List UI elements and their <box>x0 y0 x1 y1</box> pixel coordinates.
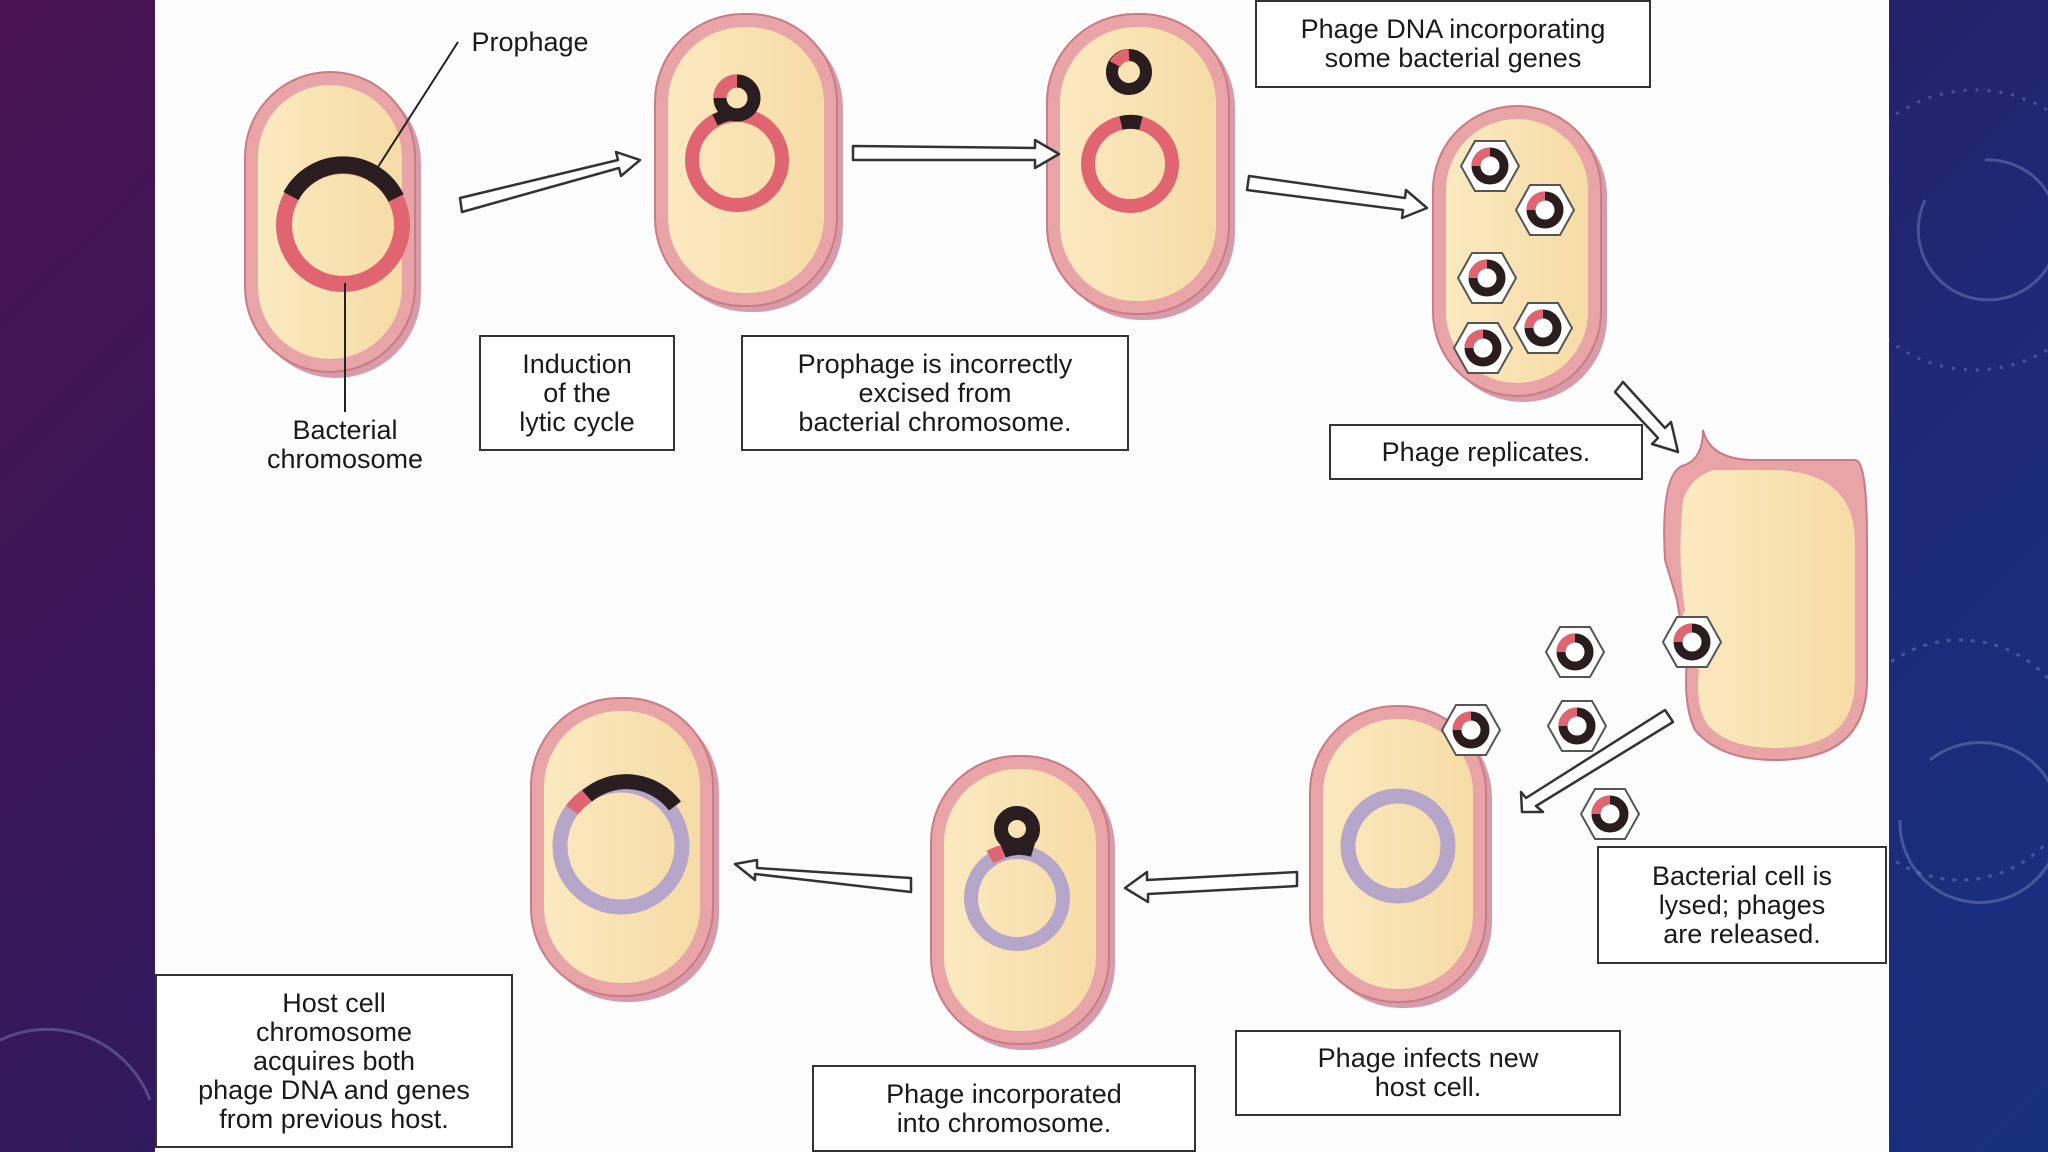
arrow-1 <box>458 150 642 214</box>
diagram-slide: Prophage Bacterial chromosome Induction … <box>155 0 1889 1152</box>
step-infects-box: Phage infects new host cell. <box>1235 1030 1621 1116</box>
phage-particles <box>1440 140 1723 840</box>
arrow-3 <box>1245 174 1429 220</box>
arrow-2 <box>851 138 1061 170</box>
arrow-6 <box>1123 870 1299 904</box>
cell-3-excised-phage <box>1046 13 1235 320</box>
arrow-7 <box>733 858 913 894</box>
arrow-5 <box>1519 708 1675 814</box>
cell-1-prophage <box>244 41 459 412</box>
diagram-art <box>244 13 1868 1050</box>
step-excision-box: Prophage is incorrectly excised from bac… <box>741 335 1129 451</box>
cell-8-final-host <box>530 697 719 1002</box>
step-acquires-box: Host cell chromosome acquires both phage… <box>155 974 513 1148</box>
cell-6-new-host <box>1309 705 1492 1008</box>
step-induction-box: Induction of the lytic cycle <box>479 335 675 451</box>
step-replicates-box: Phage replicates. <box>1329 424 1643 480</box>
prophage-pointer <box>368 41 459 182</box>
cell-7-incorporated <box>930 755 1115 1050</box>
step-incorporated-box: Phage incorporated into chromosome. <box>812 1065 1196 1152</box>
bacterial-chromosome-label: Bacterial chromosome <box>266 415 424 474</box>
cell-2-excision-loop <box>654 13 843 312</box>
step-lysed-box: Bacterial cell is lysed; phages are rele… <box>1597 846 1887 964</box>
prophage-segment <box>283 156 404 203</box>
prophage-label: Prophage <box>471 27 589 57</box>
arrow-4 <box>1613 380 1680 454</box>
cell-5-lysed <box>1663 429 1868 762</box>
step-incorporating-box: Phage DNA incorporating some bacterial g… <box>1255 0 1651 88</box>
